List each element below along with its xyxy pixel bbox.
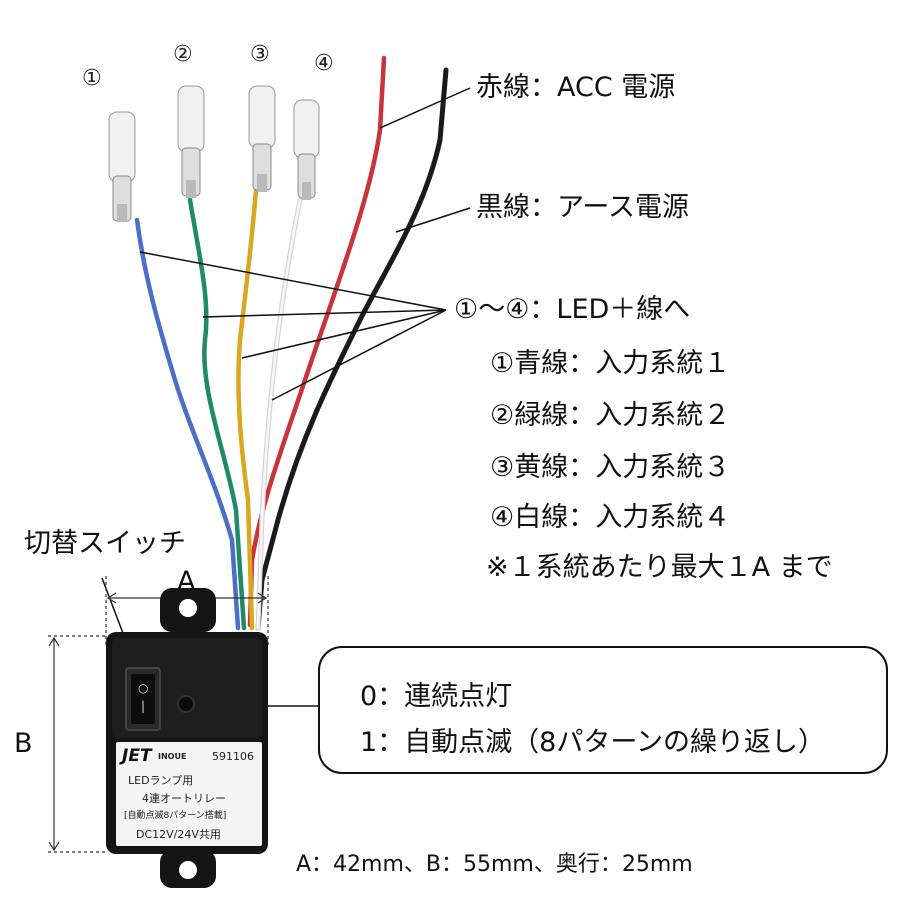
- brand-logo: JET: [122, 746, 152, 766]
- yellow-wire: [236, 187, 259, 631]
- switch-label: 切替スイッチ: [24, 528, 186, 559]
- connector-1: [108, 111, 136, 222]
- connector-2: [177, 85, 205, 198]
- connector-number-1: ①: [82, 66, 102, 91]
- connector-3: [248, 85, 276, 192]
- dimension-a-label: A: [177, 566, 196, 597]
- dimensions-text: A：42mm、B：55mm、奥行：25mm: [296, 852, 693, 877]
- red-wire-label: 赤線：ACC 電源: [476, 72, 676, 103]
- blue-wire-label: ①青線：入力系統１: [490, 348, 731, 379]
- green-wire: [187, 197, 247, 631]
- label-line-3: [自動点滅8パターン搭載]: [124, 811, 227, 821]
- label-line-1: LEDランプ用: [128, 774, 194, 787]
- blue-wire: [134, 217, 241, 631]
- label-line-4: DC12V/24V共用: [136, 828, 221, 841]
- connector-number-4: ④: [314, 51, 334, 76]
- brand-sub: INOUE: [158, 752, 187, 761]
- switch: [125, 667, 161, 731]
- mode-1-text: 1：自動点滅（8パターンの繰り返し）: [360, 727, 826, 758]
- white-wire-label: ④白線：入力系統４: [490, 502, 731, 533]
- switch-mode-callout: 0：連続点灯 1：自動点滅（8パターンの繰り返し）: [318, 646, 888, 774]
- led-plus-label: ①～④：LED＋線へ: [454, 294, 691, 325]
- label-line-2: 4連オートリレー: [142, 792, 226, 805]
- current-note: ※１系統あたり最大１A まで: [486, 552, 833, 583]
- black-wire-label: 黒線：アース電源: [476, 192, 690, 223]
- part-number: 591106: [212, 750, 254, 763]
- yellow-wire-label: ③黄線：入力系統３: [490, 452, 731, 483]
- mode-0-text: 0：連続点灯: [360, 681, 513, 712]
- green-wire-label: ②緑線：入力系統２: [490, 400, 731, 431]
- switch-mark-on: |: [141, 699, 146, 713]
- connector-number-3: ③: [250, 42, 270, 67]
- dimension-b-label: B: [14, 728, 33, 759]
- switch-mark-off: ○: [138, 681, 149, 695]
- connector-number-2: ②: [173, 42, 193, 67]
- connector-4: [293, 99, 320, 200]
- product-label: JET INOUE 591106 LEDランプ用 4連オートリレー [自動点滅8…: [116, 742, 262, 846]
- black-wire: [255, 67, 449, 631]
- leader-lines: [101, 87, 471, 707]
